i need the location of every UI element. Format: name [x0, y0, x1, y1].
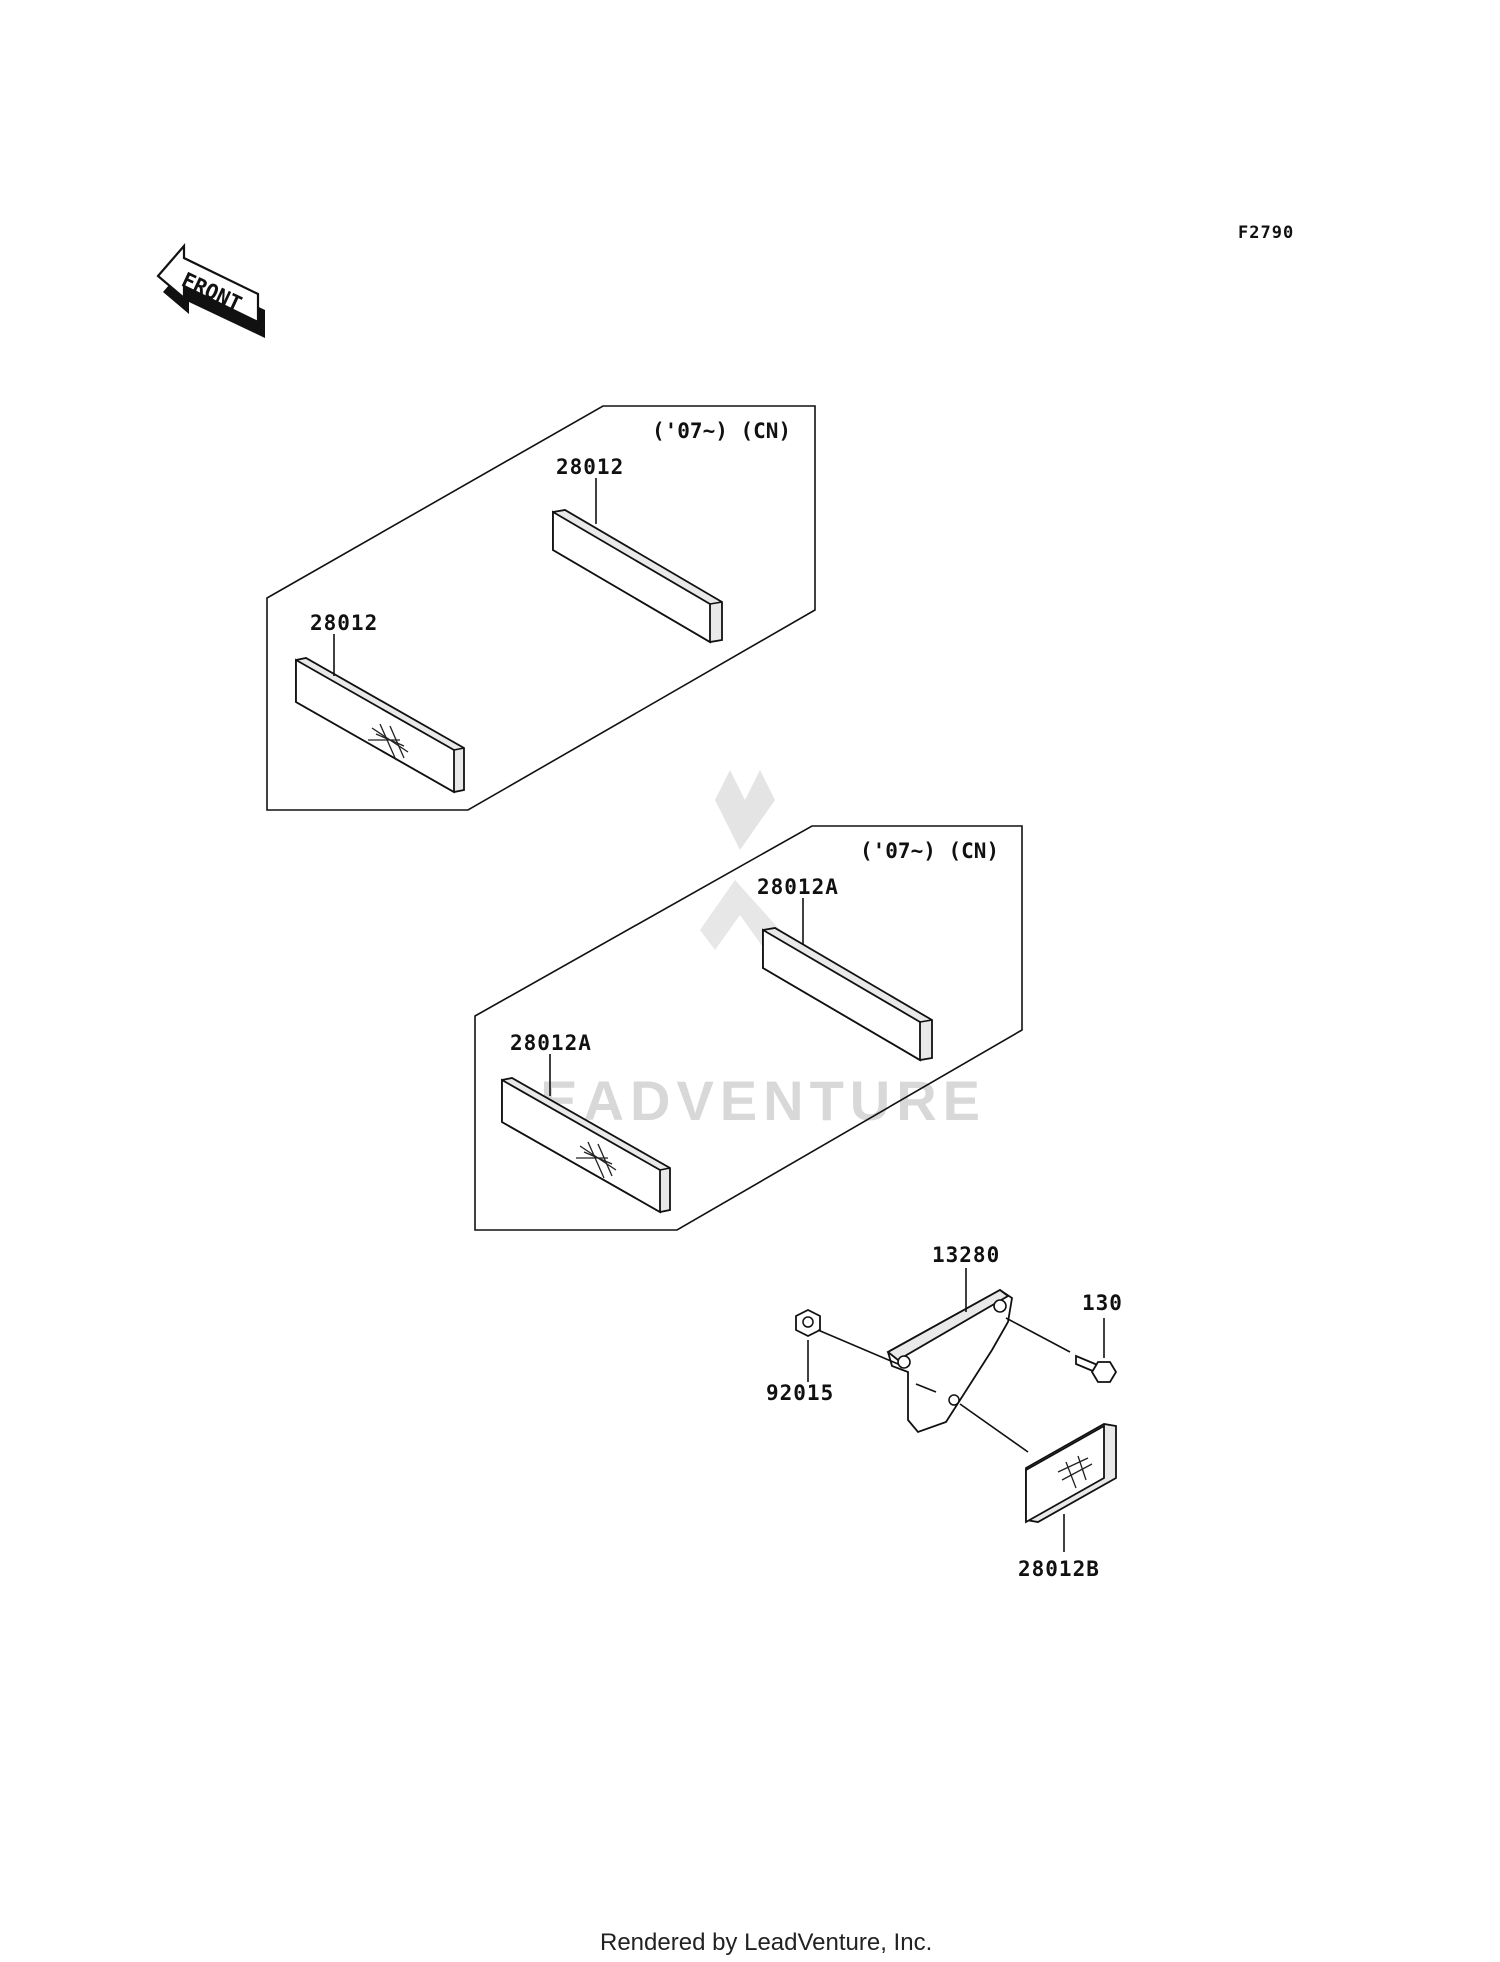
bracket-assembly: 13280 92015 130	[766, 1243, 1123, 1581]
part-label-28012a-upper: 28012A	[757, 875, 839, 899]
part-label-92015: 92015	[766, 1381, 834, 1405]
kawasaki-logo-icon	[368, 723, 409, 761]
part-label-28012b: 28012B	[1018, 1557, 1100, 1581]
watermark: LEADVENTURE	[500, 770, 980, 1132]
reflector-lower-1	[295, 657, 465, 794]
figure-code: F2790	[1238, 223, 1294, 243]
group-2-note: ('07~) (CN)	[860, 839, 999, 863]
group-2-box: ('07~) (CN) 28012A 28012A	[474, 825, 1023, 1231]
reflector-lower-2	[501, 1077, 671, 1214]
front-arrow-icon: FRONT	[156, 243, 265, 338]
reflector-upper-2	[762, 927, 933, 1062]
part-label-28012-lower: 28012	[310, 611, 378, 635]
part-label-28012-upper: 28012	[556, 455, 624, 479]
reflector-28012b	[1025, 1423, 1117, 1524]
kawasaki-logo-icon	[576, 1141, 617, 1179]
part-label-28012a-lower: 28012A	[510, 1031, 592, 1055]
group-1-box: ('07~) (CN) 28012 28012	[266, 405, 816, 811]
bolt-130	[1075, 1354, 1118, 1383]
kawasaki-logo-icon	[1057, 1455, 1093, 1489]
footer-credit: Rendered by LeadVenture, Inc.	[600, 1929, 932, 1956]
part-label-13280: 13280	[932, 1243, 1000, 1267]
part-label-130: 130	[1082, 1291, 1123, 1315]
bracket-13280	[886, 1288, 1013, 1434]
group-1-note: ('07~) (CN)	[652, 419, 791, 443]
reflector-upper-1	[552, 509, 723, 644]
nut-92015	[795, 1308, 821, 1338]
